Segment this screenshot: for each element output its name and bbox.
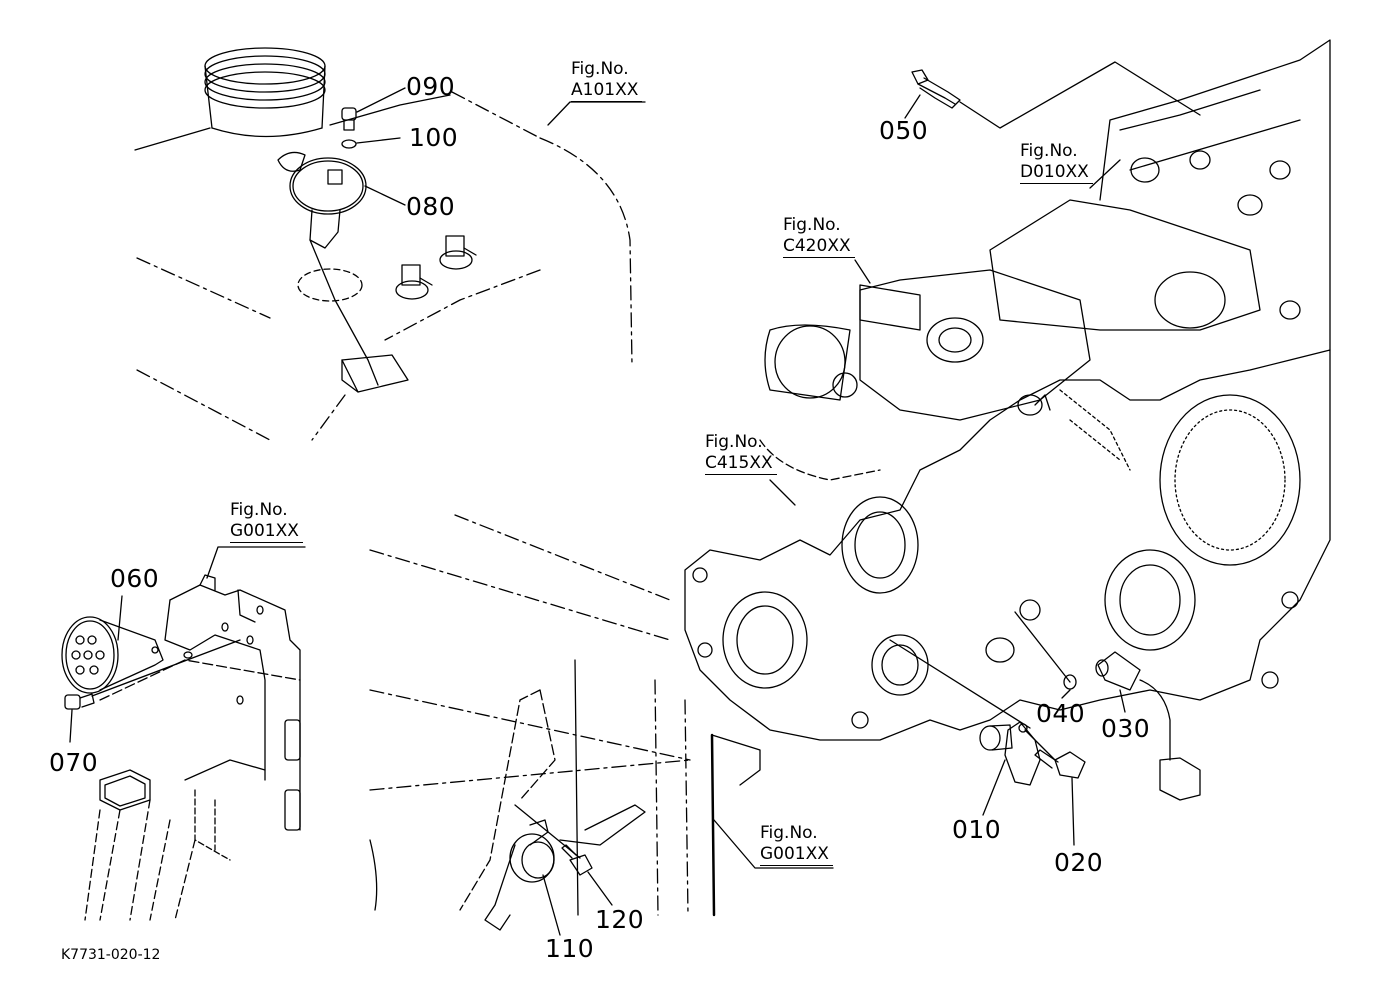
leader-a101xx (547, 101, 646, 126)
fuel-tank-outline (134, 91, 633, 441)
fig-prefix: Fig.No. (1020, 141, 1078, 161)
part-label-090: 090 (406, 72, 456, 101)
leader-bolt-axis (91, 639, 241, 697)
leader-020-axis (1024, 729, 1056, 761)
fig-code: A101XX (571, 80, 643, 102)
part-label-010: 010 (952, 815, 1002, 844)
fig-prefix: Fig.No. (783, 215, 841, 235)
hose-fittings (395, 235, 477, 300)
part-label-020: 020 (1054, 848, 1104, 877)
pressure-switch-030 (1095, 651, 1201, 801)
drawing-id: K7731-020-12 (61, 947, 161, 963)
leader-020 (1071, 777, 1075, 846)
figure-reference-c415xx[interactable]: Fig.No. C415XX (705, 432, 777, 475)
part-label-070: 070 (49, 748, 99, 777)
filler-neck (204, 47, 326, 138)
leader-050 (904, 94, 921, 119)
leader-090 (356, 87, 406, 113)
bolt-070 (64, 693, 95, 710)
part-label-050: 050 (879, 116, 929, 145)
washer-100 (341, 139, 357, 149)
leader-010-axis (889, 639, 1031, 729)
leader-c420xx (854, 259, 871, 284)
horn-060 (61, 616, 164, 694)
position-sensor-110 (484, 819, 555, 931)
leader-110 (542, 874, 561, 936)
figure-reference-c420xx[interactable]: Fig.No. C420XX (783, 215, 855, 258)
part-label-120: 120 (595, 905, 645, 934)
frame-dashed (369, 514, 761, 917)
fig-code: G001XX (760, 844, 833, 866)
fuel-sender-unit (277, 151, 409, 393)
part-label-110: 110 (545, 934, 595, 963)
leader-g001xx-left (206, 546, 306, 579)
fig-code: C415XX (705, 453, 777, 475)
sensor-050 (911, 69, 961, 109)
leader-100 (356, 137, 401, 144)
fig-prefix: Fig.No. (760, 823, 818, 843)
leader-040 (1061, 689, 1071, 699)
part-label-030: 030 (1101, 714, 1151, 743)
figure-reference-a101xx[interactable]: Fig.No. A101XX (571, 59, 643, 102)
transmission-housing (684, 39, 1331, 741)
fig-code: C420XX (783, 236, 855, 258)
fig-code: D010XX (1020, 162, 1093, 184)
leader-060 (117, 595, 123, 641)
mounting-bracket (84, 574, 301, 921)
bolt-090 (341, 107, 357, 131)
leader-010 (982, 759, 1006, 816)
leader-030 (1119, 689, 1126, 713)
figure-reference-g001xx-right[interactable]: Fig.No. G001XX (760, 823, 833, 866)
figure-reference-d010xx[interactable]: Fig.No. D010XX (1020, 141, 1093, 184)
leader-070 (69, 709, 73, 743)
leader-040-line (1014, 611, 1071, 683)
leader-120-axis (514, 804, 581, 859)
leader-080 (364, 185, 406, 206)
fig-prefix: Fig.No. (705, 432, 763, 452)
leader-c415xx (769, 479, 796, 506)
part-label-080: 080 (406, 192, 456, 221)
fig-prefix: Fig.No. (230, 500, 288, 520)
part-label-060: 060 (110, 564, 160, 593)
leader-120 (587, 871, 613, 906)
fig-code: G001XX (230, 521, 303, 543)
speed-sensor-010 (979, 721, 1041, 786)
leader-g001xx-right (713, 819, 834, 869)
fig-prefix: Fig.No. (571, 59, 629, 79)
leader-d010xx (1089, 159, 1121, 189)
bolt-020 (1034, 749, 1086, 779)
figure-reference-g001xx-left[interactable]: Fig.No. G001XX (230, 500, 303, 543)
o-ring-040 (1063, 674, 1077, 690)
part-label-040: 040 (1036, 699, 1086, 728)
leader-050-line (959, 61, 1201, 129)
part-label-100: 100 (409, 123, 459, 152)
